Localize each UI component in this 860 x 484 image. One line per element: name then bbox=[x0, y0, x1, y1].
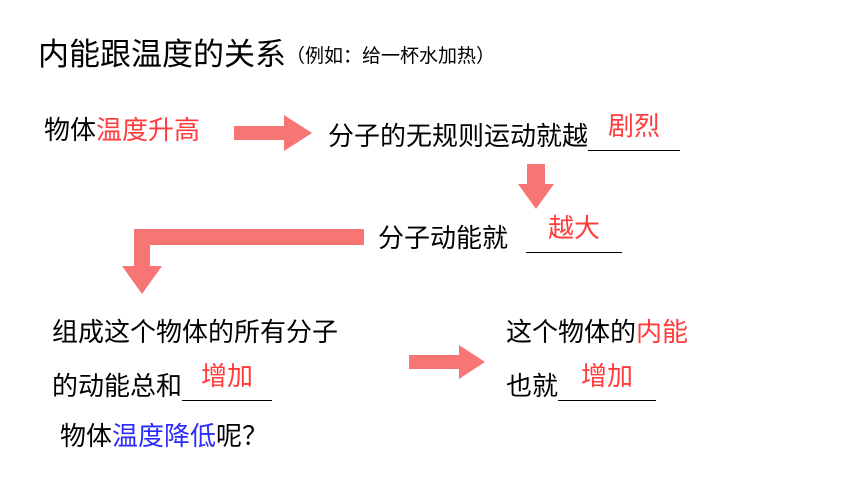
cooling-question: 物体温度降低呢？ bbox=[60, 424, 268, 450]
answer-blank-kinetic: 越大 bbox=[526, 216, 623, 253]
total-kinetic-line-2: 的动能总和增加 bbox=[52, 364, 273, 402]
page-title: 内能跟温度的关系（例如：给一杯水加热） bbox=[38, 40, 495, 71]
kinetic-energy-statement: 分子动能就 越大 bbox=[378, 216, 623, 254]
question-prefix: 物体 bbox=[60, 422, 113, 452]
temperature-rise-highlight: 温度升高 bbox=[96, 116, 201, 146]
answer-blank-motion: 剧烈 bbox=[588, 114, 681, 151]
answer-motion: 剧烈 bbox=[608, 112, 661, 142]
motion-text: 分子的无规则运动就越 bbox=[328, 122, 589, 152]
total-kinetic-line-1: 组成这个物体的所有分子 bbox=[52, 320, 338, 346]
prefix-text: 物体 bbox=[44, 116, 97, 146]
answer-total: 增加 bbox=[201, 362, 254, 392]
answer-blank-total: 增加 bbox=[182, 364, 273, 401]
answer-blank-internal: 增加 bbox=[558, 364, 657, 401]
internal-energy-text-a: 这个物体的 bbox=[506, 318, 637, 348]
internal-energy-text-b: 也就 bbox=[506, 372, 559, 402]
elbow-arrow-icon bbox=[122, 229, 364, 294]
temperature-rise-label: 物体温度升高 bbox=[44, 118, 200, 144]
answer-kinetic: 越大 bbox=[548, 214, 601, 244]
title-note: （例如：给一杯水加热） bbox=[286, 45, 496, 67]
total-kinetic-text-a: 组成这个物体的所有分子 bbox=[52, 318, 339, 348]
molecule-motion-statement: 分子的无规则运动就越剧烈 bbox=[328, 114, 681, 152]
right-arrow-icon bbox=[409, 345, 485, 379]
total-kinetic-text-b: 的动能总和 bbox=[52, 372, 183, 402]
down-arrow-icon bbox=[518, 164, 554, 209]
title-text: 内能跟温度的关系 bbox=[38, 37, 286, 73]
internal-energy-line-1: 这个物体的内能 bbox=[506, 320, 688, 346]
kinetic-text: 分子动能就 bbox=[378, 224, 509, 254]
internal-energy-line-2: 也就增加 bbox=[506, 364, 657, 402]
right-arrow-icon bbox=[234, 115, 312, 151]
internal-energy-highlight: 内能 bbox=[636, 318, 689, 348]
answer-internal: 增加 bbox=[581, 362, 634, 392]
temperature-drop-highlight: 温度降低 bbox=[112, 422, 217, 452]
question-suffix: 呢？ bbox=[216, 422, 269, 452]
